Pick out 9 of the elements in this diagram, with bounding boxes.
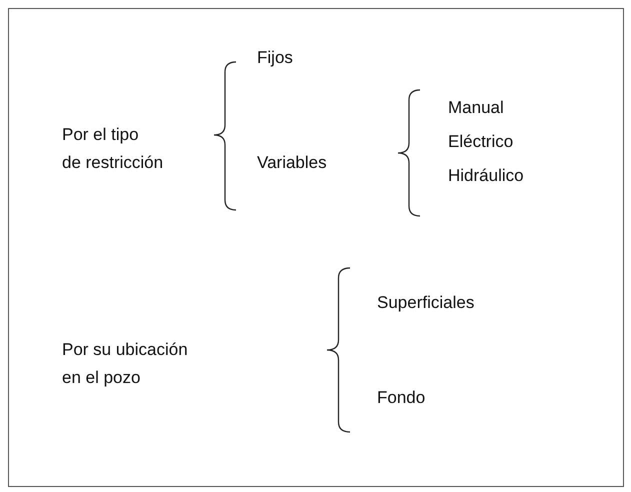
classification-label: Fijos (257, 47, 293, 69)
classification-label: Eléctrico (448, 131, 514, 153)
classification-label: Por su ubicación en el pozo (62, 339, 189, 389)
classification-label: Fondo (377, 387, 426, 409)
classification-label: Manual (448, 97, 504, 119)
classification-label: Por el tipo de restricción (62, 124, 164, 174)
classification-label: Superficiales (377, 292, 474, 314)
classification-label: Hidráulico (448, 165, 524, 187)
classification-label: Variables (257, 152, 327, 174)
